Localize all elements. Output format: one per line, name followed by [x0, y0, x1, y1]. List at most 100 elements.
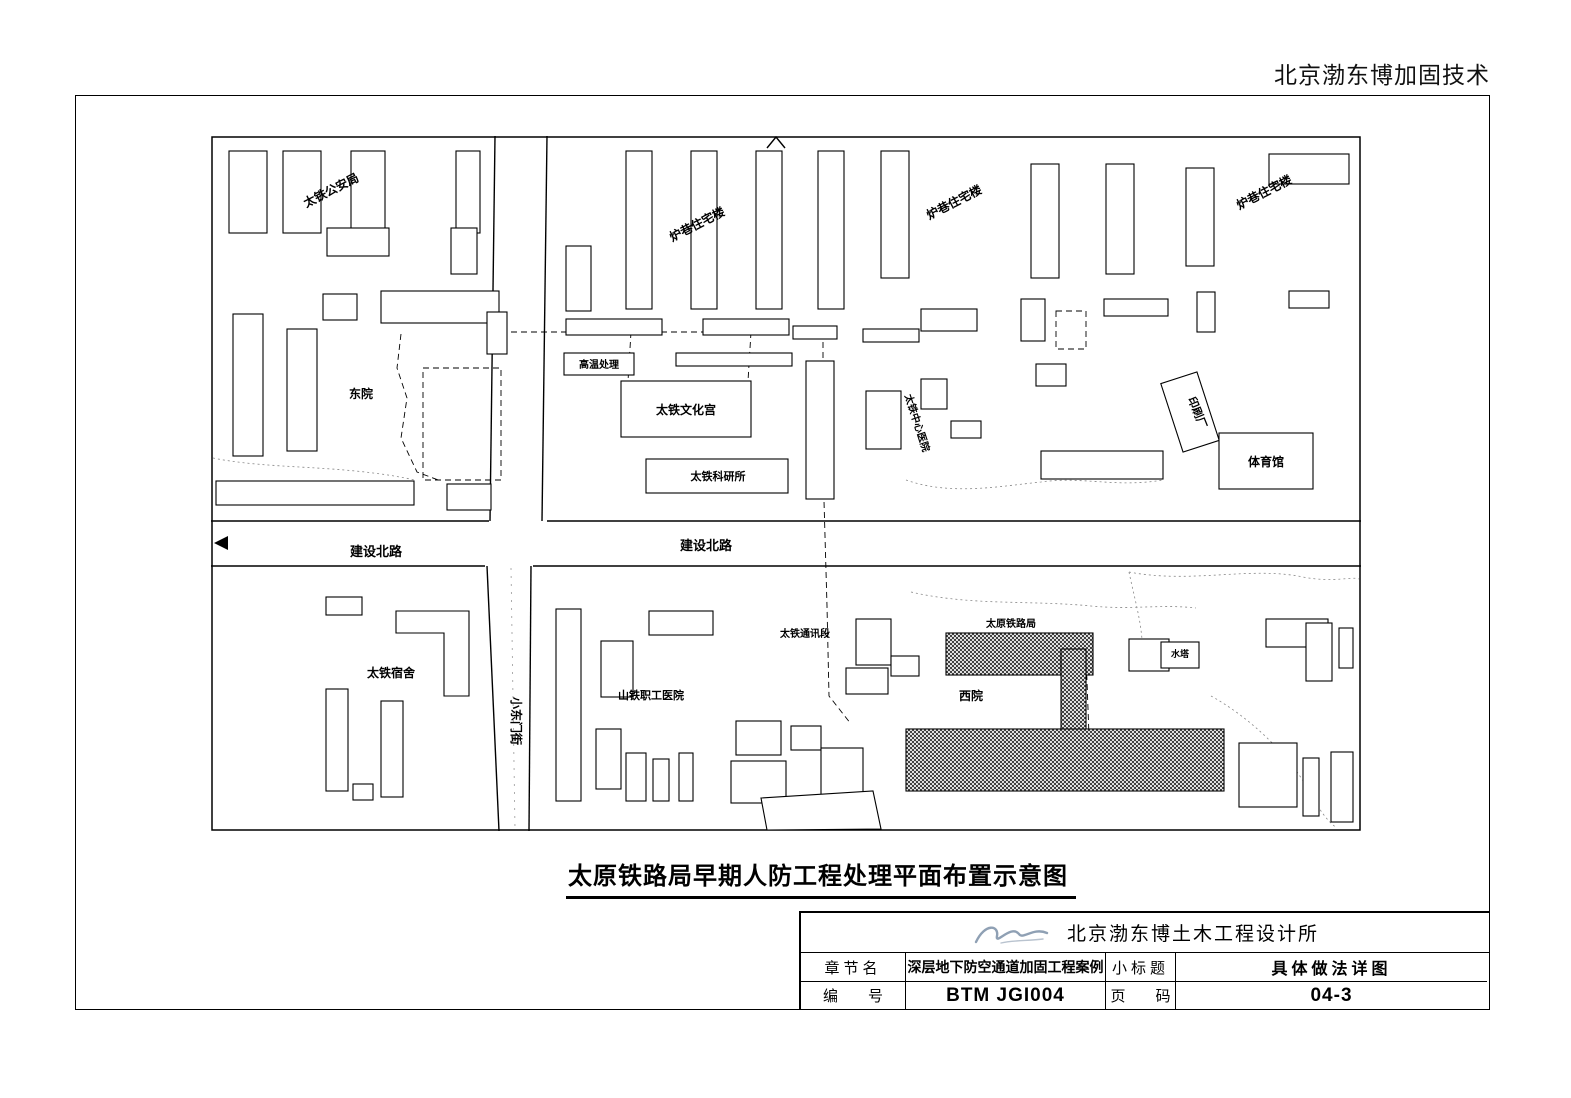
drawing-sheet-border: 太铁公安局 炉巷住宅楼 炉巷住宅楼 炉巷住宅楼 高温处理 太铁文化宫 太铁科研所… [75, 95, 1490, 1010]
hatched-building [905, 728, 1225, 792]
building [1185, 167, 1215, 267]
building [286, 328, 318, 452]
building [1330, 751, 1354, 823]
building [1160, 371, 1220, 453]
label-railway-bureau: 太原铁路局 [985, 617, 1036, 630]
building [486, 311, 508, 355]
building [1196, 291, 1216, 333]
label-water-tower: 水塔 [1171, 648, 1190, 659]
building [755, 150, 783, 310]
contour-dotted-line [910, 591, 1197, 609]
building [352, 783, 374, 801]
drawing-title: 太原铁路局早期人防工程处理平面布置示意图 [566, 856, 1076, 899]
building [232, 313, 264, 457]
building [1268, 153, 1350, 185]
road-arrow-west [214, 536, 228, 550]
building [620, 380, 752, 438]
building [565, 318, 663, 336]
building [282, 150, 322, 234]
tick-mark [766, 136, 786, 149]
title-block-company-row: 北京渤东博土木工程设计所 [801, 913, 1489, 953]
tunnel-dashed-line [422, 367, 502, 481]
building [805, 360, 835, 500]
building [1305, 622, 1333, 682]
building [920, 378, 948, 410]
building [322, 293, 358, 321]
chapter-value: 深层地下防空通道加固工程案例 [905, 953, 1105, 981]
building [675, 352, 793, 367]
title-block: 北京渤东博土木工程设计所 章节名 深层地下防空通道加固工程案例 小标题 具体做法… [799, 911, 1489, 1009]
site-plan-map: 太铁公安局 炉巷住宅楼 炉巷住宅楼 炉巷住宅楼 高温处理 太铁文化宫 太铁科研所… [211, 136, 1361, 831]
label-east-yard: 东院 [349, 386, 373, 401]
building [1302, 757, 1320, 817]
page-value: 04-3 [1175, 981, 1487, 1009]
building [600, 640, 634, 698]
tunnel-dashed-line [396, 333, 442, 482]
building [625, 752, 647, 802]
building [1030, 163, 1060, 279]
label-gymnasium: 体育馆 [1248, 454, 1284, 469]
building [792, 325, 838, 340]
building [380, 700, 404, 798]
building [350, 150, 386, 234]
building [325, 596, 363, 616]
building [625, 150, 653, 310]
tunnel-dashed-line [822, 332, 852, 725]
subtitle-value: 具体做法详图 [1175, 953, 1487, 981]
building [450, 227, 478, 275]
label-worker-hospital: 山铁职工医院 [618, 688, 684, 702]
label-research-institute: 太铁科研所 [690, 469, 746, 483]
label-street-ns: 小东门街 [509, 697, 524, 745]
chapter-label: 章节名 [824, 959, 882, 977]
building [325, 688, 349, 792]
label-west-yard: 西院 [959, 688, 983, 703]
building [1160, 641, 1200, 669]
building [730, 760, 787, 804]
label-comm-section: 太铁通讯段 [779, 627, 830, 640]
building [1040, 450, 1164, 480]
building [1035, 363, 1067, 387]
number-value: BTM JGI004 [905, 981, 1105, 1009]
title-block-grid: 章节名 深层地下防空通道加固工程案例 小标题 具体做法详图 编 号 BTM JG… [801, 953, 1489, 1009]
building [595, 728, 622, 790]
building [215, 480, 415, 506]
contour-dotted-line [212, 457, 416, 481]
building [890, 655, 920, 677]
building [817, 150, 845, 310]
road-line [528, 565, 532, 831]
company-name: 北京渤东博土木工程设计所 [1066, 924, 1319, 945]
building [1338, 627, 1354, 669]
building [702, 318, 790, 336]
page-label: 页 码 [1105, 981, 1175, 1009]
building [1238, 742, 1298, 808]
building [648, 610, 714, 636]
building [950, 420, 982, 439]
label-road-jianshe-west: 建设北路 [350, 544, 403, 559]
building [865, 390, 902, 450]
label-road-jianshe-east: 建设北路 [680, 538, 733, 553]
building [228, 150, 268, 234]
road-line [486, 565, 500, 831]
building [455, 150, 481, 234]
label-culture-palace: 太铁文化宫 [656, 402, 716, 417]
label-dormitory: 太铁宿舍 [367, 665, 416, 680]
building [1288, 290, 1330, 309]
building [1218, 432, 1314, 490]
building [855, 618, 892, 666]
building [326, 227, 390, 257]
company-logo [974, 926, 1049, 944]
building [395, 610, 470, 697]
building [690, 150, 718, 310]
building [820, 747, 864, 801]
building [652, 758, 670, 802]
building [1103, 298, 1169, 317]
building [380, 290, 500, 324]
label-housing-2: 炉巷住宅楼 [924, 182, 984, 223]
subtitle-label: 小标题 [1105, 953, 1175, 981]
road-line [541, 136, 548, 522]
contour-dotted-line [1128, 571, 1360, 580]
building [446, 483, 492, 511]
number-label: 编 号 [801, 981, 905, 1009]
building [555, 608, 582, 802]
building [565, 245, 592, 312]
